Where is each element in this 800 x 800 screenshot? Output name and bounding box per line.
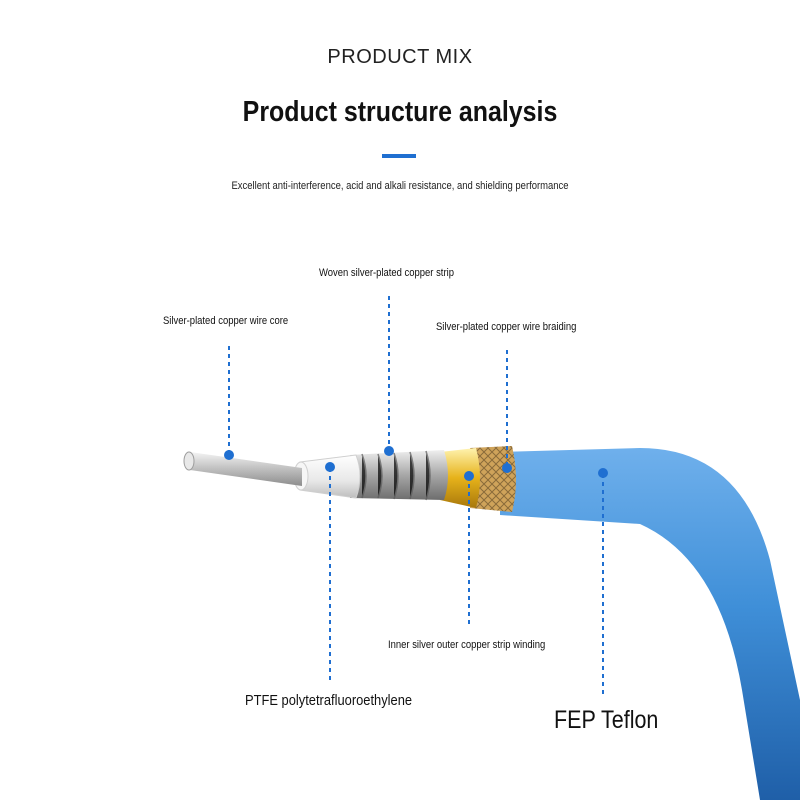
label-fep: FEP Teflon — [554, 706, 659, 734]
wire-core — [190, 452, 302, 486]
page-subtitle: Excellent anti-interference, acid and al… — [231, 180, 569, 192]
section-kicker: PRODUCT MIX — [327, 46, 473, 68]
label-winding: Inner silver outer copper strip winding — [388, 639, 546, 651]
label-core: Silver-plated copper wire core — [163, 315, 289, 327]
fep-jacket — [500, 448, 800, 800]
label-strip: Woven silver-plated copper strip — [319, 267, 454, 279]
silver-strip — [350, 450, 448, 500]
braid-layer — [470, 446, 516, 512]
label-braid: Silver-plated copper wire braiding — [436, 321, 577, 333]
label-ptfe: PTFE polytetrafluoroethylene — [245, 692, 413, 709]
title-underline — [382, 154, 416, 158]
page-title: Product structure analysis — [242, 96, 558, 128]
